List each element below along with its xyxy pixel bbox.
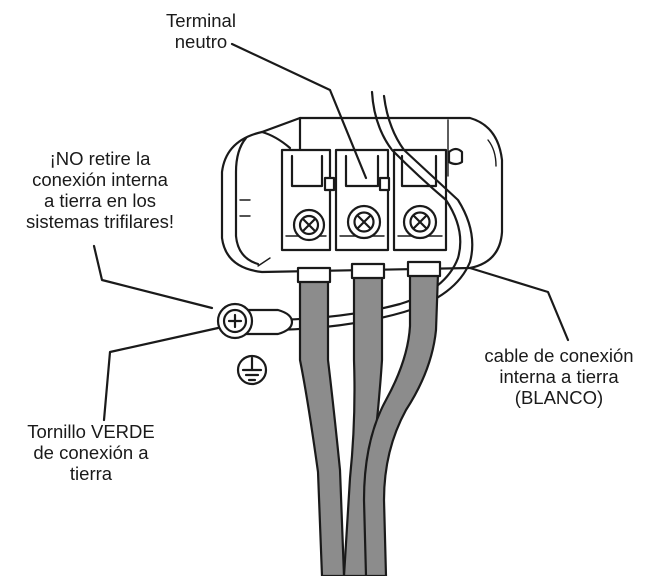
- label-neutral-terminal: Terminal neutro: [166, 10, 236, 52]
- screw-icon: [292, 208, 326, 242]
- leader-strap: [468, 266, 570, 342]
- cable-left: [298, 278, 346, 576]
- cable-middle: [342, 274, 384, 576]
- leader-neutral: [230, 42, 368, 180]
- screw-icon: [346, 204, 382, 240]
- terminal-screws: [292, 204, 438, 242]
- ground-symbol-icon: [236, 354, 268, 386]
- leader-screw: [102, 326, 220, 422]
- label-green-ground-screw: Tornillo VERDE de conexión a tierra: [27, 421, 155, 484]
- screw-icon: [402, 204, 438, 240]
- power-cables: [296, 260, 442, 576]
- label-warning: ¡NO retire la conexión interna a tierra …: [25, 148, 175, 232]
- cable-right: [362, 272, 440, 576]
- leader-lines: [92, 42, 570, 422]
- leader-warning: [92, 244, 214, 310]
- label-ground-strap: cable de conexión interna a tierra (BLAN…: [484, 345, 634, 408]
- green-ground-screw: [216, 302, 294, 340]
